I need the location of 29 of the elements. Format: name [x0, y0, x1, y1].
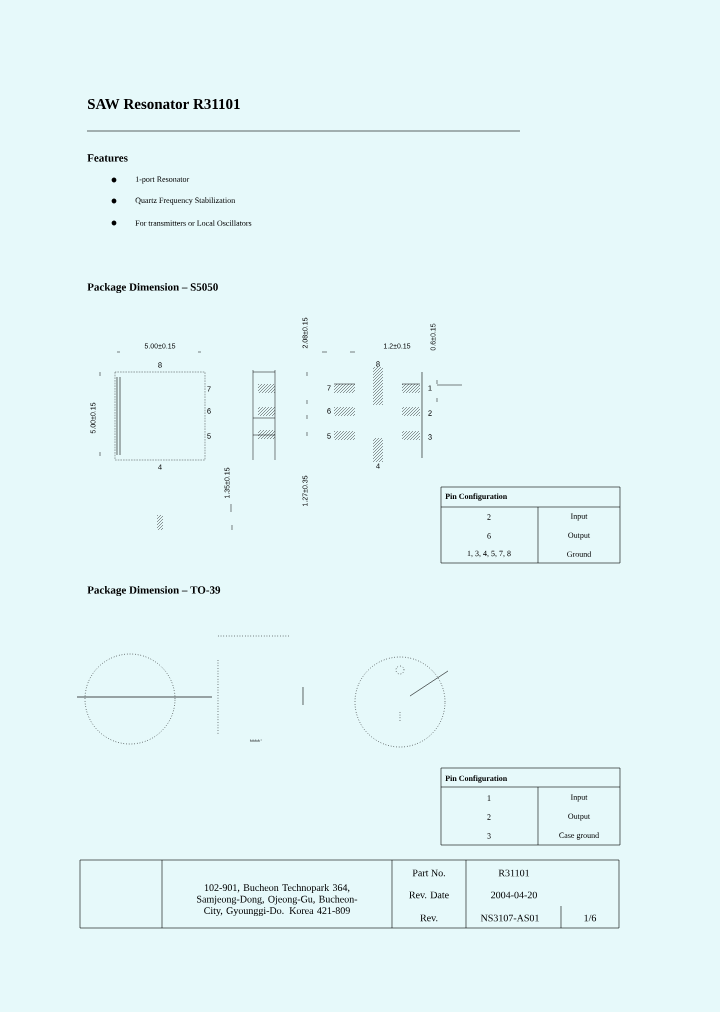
- section-heading: Features: [87, 154, 128, 162]
- table-header: Pin Configuration: [445, 493, 508, 501]
- table-cell: Output: [568, 532, 591, 540]
- table-cell: Ground: [567, 551, 592, 557]
- table-cell: 2: [487, 814, 491, 820]
- table-cell: 2: [487, 514, 491, 520]
- table-cell: Input: [570, 513, 588, 521]
- table-cell: R31101: [498, 869, 530, 877]
- table-cell: Rev.: [420, 914, 438, 922]
- table-cell: 1: [487, 795, 491, 801]
- table-cell: Case ground: [559, 832, 599, 840]
- section-heading: Package Dimension – S5050: [87, 283, 218, 294]
- table-cell: 6: [487, 533, 491, 539]
- feature-text: For transmitters or Local Oscillators: [135, 220, 252, 226]
- address-text: 102-901, Bucheon Technopark 364, Samjeong-Dong, Ojeong-Gu, Bucheon-City, Gyounggi-Do. Korea 421-809: [197, 883, 358, 917]
- table-cell: 1, 3, 4, 5, 7, 8: [467, 550, 511, 558]
- table-cell: Rev. Date: [409, 891, 449, 899]
- table-cell: NS3107-AS01: [480, 914, 539, 922]
- table-cell: 3: [487, 833, 491, 839]
- section-heading: Package Dimension – TO-39: [87, 586, 221, 597]
- table-cell: 1/6: [584, 914, 597, 922]
- page-title: SAW Resonator R31101: [88, 98, 240, 110]
- table-cell: Output: [568, 813, 591, 821]
- table-cell: Input: [570, 794, 588, 802]
- table-cell: Part No.: [412, 869, 445, 877]
- feature-text: Quartz Frequency Stabilization: [135, 197, 236, 205]
- table-header: Pin Configuration: [445, 775, 508, 783]
- feature-text: 1-port Resonator: [135, 176, 190, 184]
- table-cell: 2004-04-20: [491, 891, 537, 899]
